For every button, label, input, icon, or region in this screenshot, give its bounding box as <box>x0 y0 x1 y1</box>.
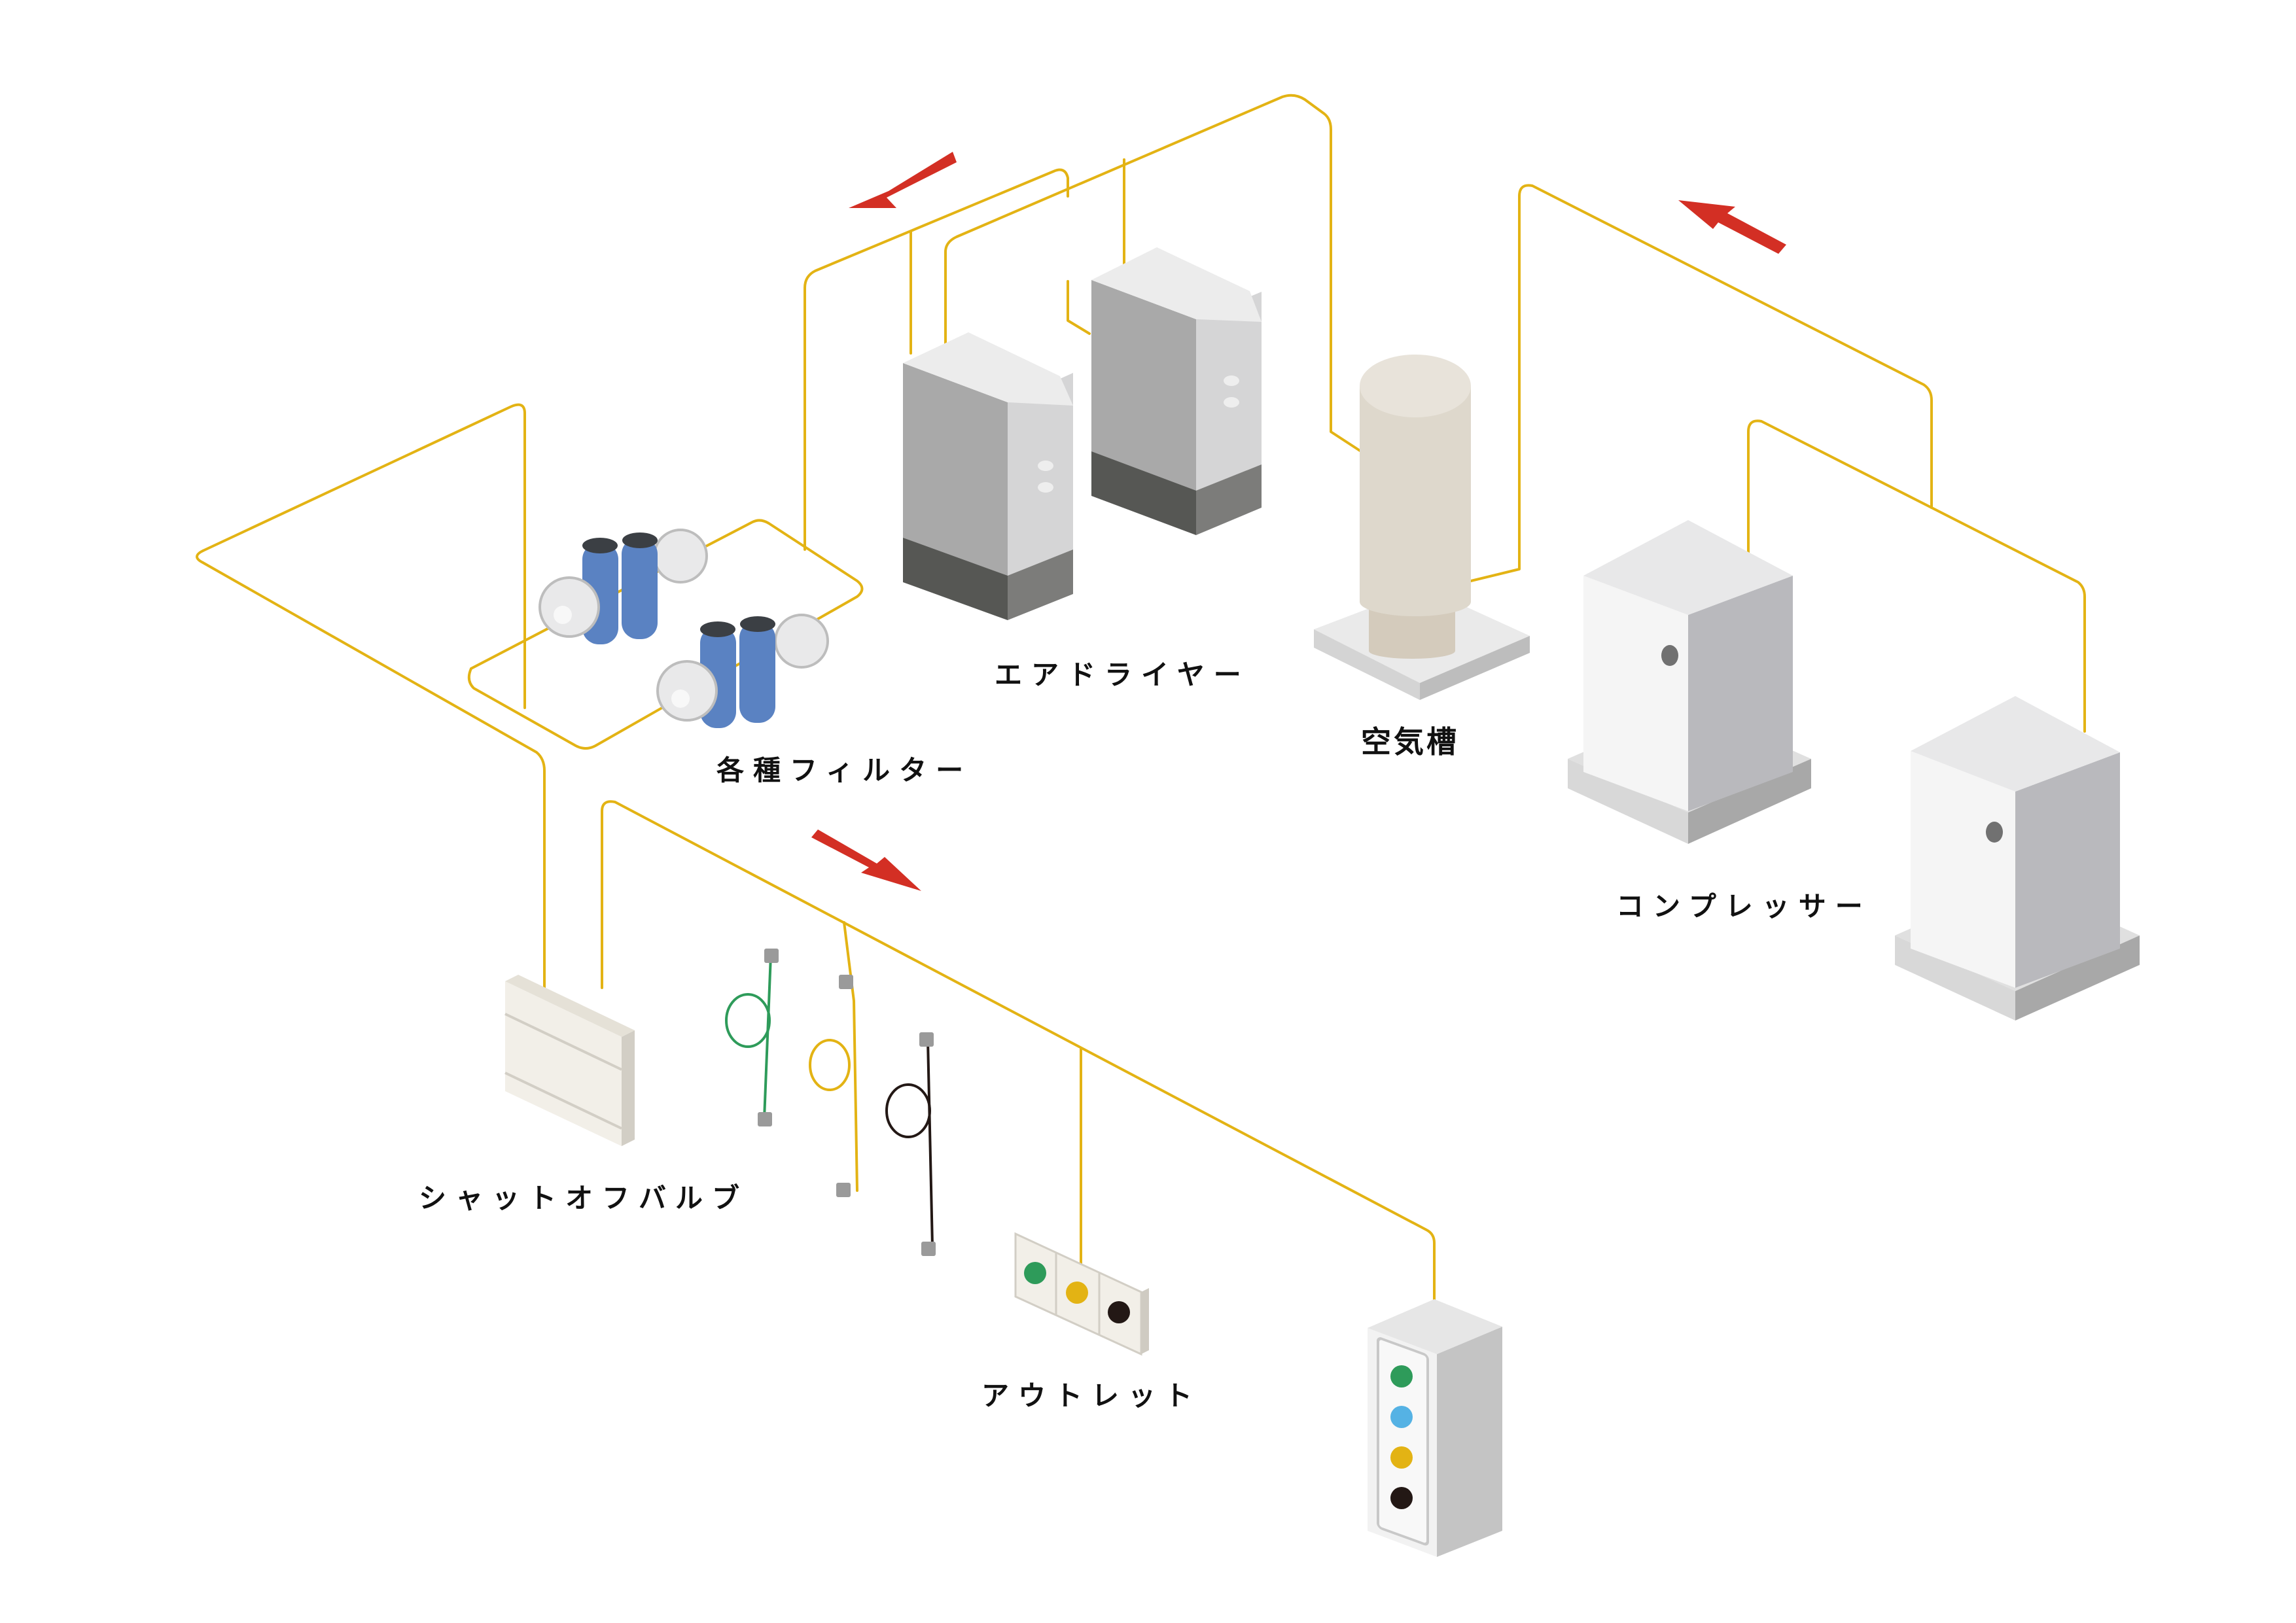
compressor-label: コンプレッサー <box>1616 890 1872 922</box>
hose-yellow <box>809 975 853 1197</box>
red-flow-arrow-icon <box>849 152 957 208</box>
red-flow-arrow-icon <box>1678 200 1786 254</box>
status-dot-icon <box>1390 1446 1413 1469</box>
flow-arrows <box>811 152 1786 891</box>
air-dryer-right <box>1091 247 1262 535</box>
status-dot-icon <box>1390 1406 1413 1428</box>
compressor-left <box>1568 520 1811 844</box>
filter-unit-lower <box>656 614 829 728</box>
status-dot-icon <box>1066 1282 1088 1304</box>
air-dryer-label: エアドライヤー <box>995 659 1250 691</box>
wall-outlet <box>1014 1232 1149 1356</box>
red-flow-arrow-icon <box>811 829 921 891</box>
pipe-dryer-bridge <box>944 94 1362 453</box>
shutoff-valve-panel <box>504 975 635 1146</box>
pipe-left-loop <box>202 403 526 709</box>
outlet-label: アウトレット <box>981 1380 1202 1412</box>
status-dot-icon <box>1390 1487 1413 1509</box>
pipe-network <box>196 94 2086 1329</box>
pipe-tank-to-comp <box>1464 184 1933 584</box>
status-dot-icon <box>1108 1301 1130 1323</box>
hose-green <box>725 949 779 1126</box>
pipe-filter-to-dryer <box>804 168 1069 551</box>
filters-label: 各種フィルター <box>716 754 973 786</box>
pipe-left-tip <box>196 550 204 564</box>
shutoff-valve-label: シャットオフバルブ <box>419 1182 749 1214</box>
status-dot-icon <box>1024 1262 1046 1284</box>
pipe-dryer-right-left <box>1067 280 1091 335</box>
air-tank <box>1314 355 1530 700</box>
pipe-comp-left <box>1747 419 1933 557</box>
air-tank-label: 空気槽 <box>1361 724 1459 759</box>
pipe-yellow-hose <box>843 921 858 1192</box>
outlet-panel-cabinet <box>1368 1299 1502 1557</box>
pipe-left-lower <box>202 561 546 989</box>
compressor-right <box>1895 696 2140 1021</box>
pipe-comp-right <box>1930 506 2086 733</box>
hose-black <box>885 1032 936 1256</box>
pipe-to-outlets <box>601 800 1436 1329</box>
air-dryer-left <box>903 332 1073 620</box>
pipe-filter-loop <box>467 519 864 750</box>
filter-unit-upper <box>539 529 708 644</box>
status-dot-icon <box>1390 1365 1413 1387</box>
